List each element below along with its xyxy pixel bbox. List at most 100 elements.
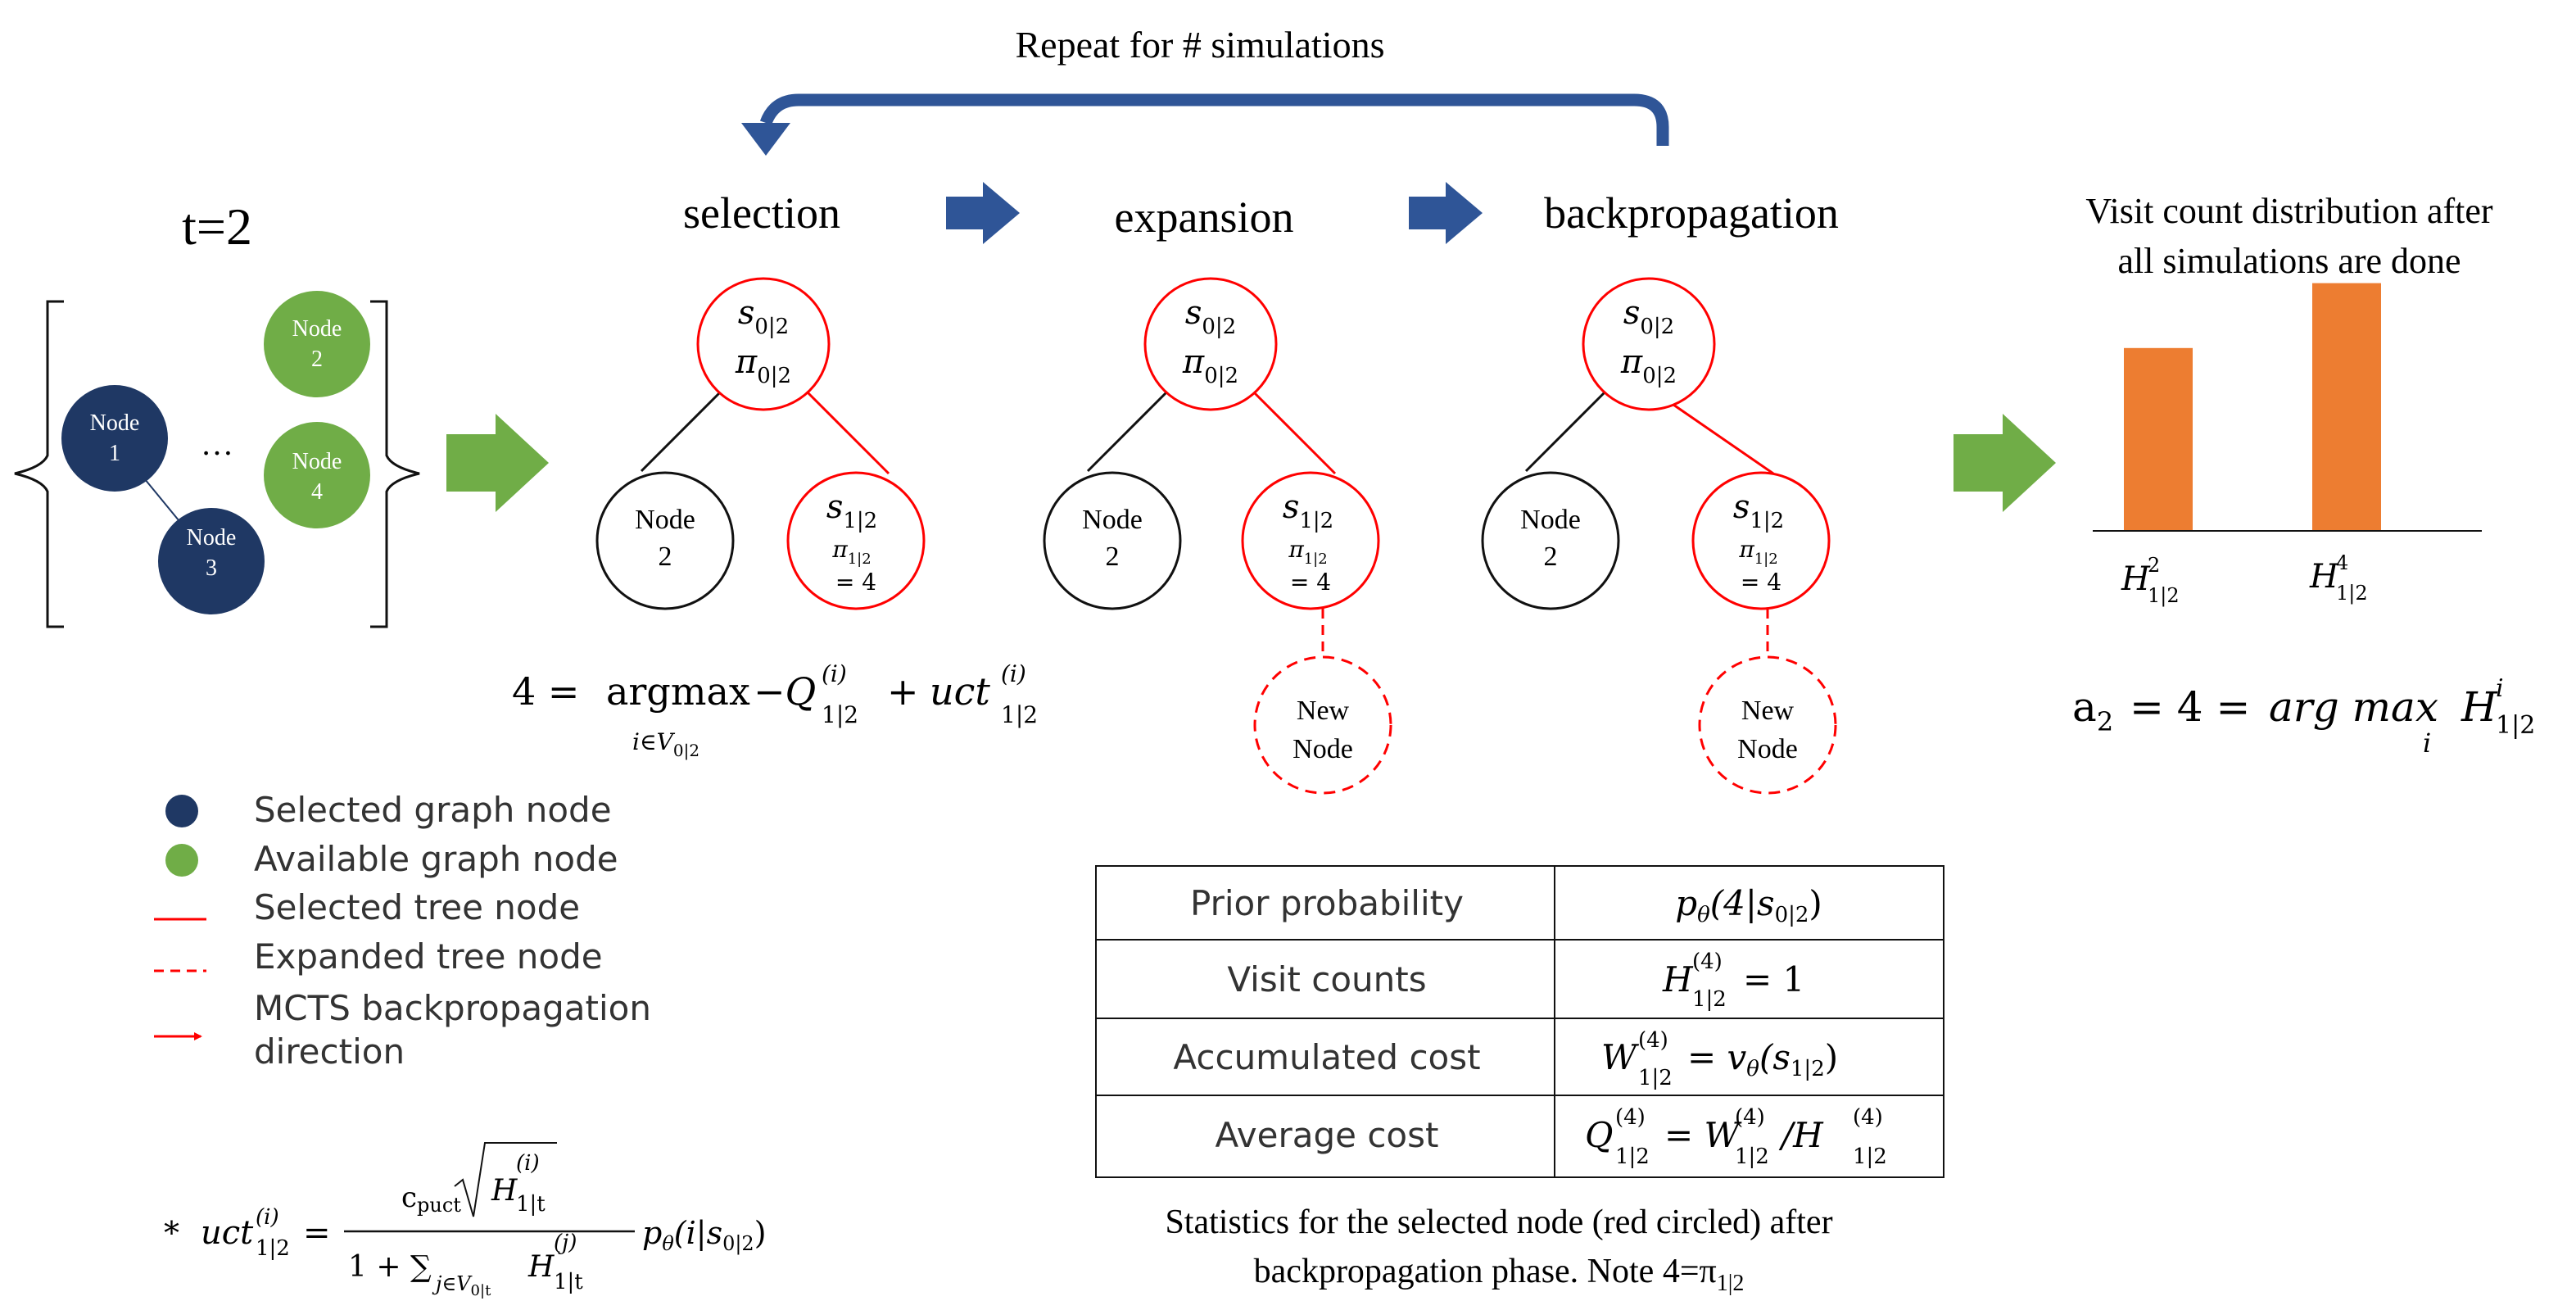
svg-text:Prior probability: Prior probability [1190,883,1464,923]
action-formula: a2 = 4 = arg max i H i 1|2 [2072,674,2535,759]
stats-caption-line2: backpropagation phase. Note 4=π1|2 [1254,1253,1745,1296]
svg-text:(4): (4) [1853,1105,1883,1130]
svg-text:1 + ∑: 1 + ∑ [348,1250,432,1284]
svg-text:Q: Q [1585,1115,1613,1155]
svg-text:Node: Node [292,316,342,342]
svg-text:= 4: = 4 [835,569,876,596]
svg-text:π1|2: π1|2 [1288,536,1327,568]
uct-formula: * uct (i) 1|2 = cpuct H (i) 1|t 1 + ∑ j∈… [164,1142,767,1299]
svg-text:4: 4 [311,479,323,505]
svg-text:Node: Node [1293,734,1353,764]
stats-caption-line1: Statistics for the selected node (red ci… [1165,1203,1832,1241]
svg-text:Accumulated cost: Accumulated cost [1173,1037,1480,1077]
svg-text:uct: uct [201,1214,254,1252]
svg-text:Selected tree node: Selected tree node [254,887,580,927]
svg-text:(4): (4) [1735,1105,1765,1130]
legend-item-available-graph-node: Available graph node [165,839,618,879]
svg-text:s1|2: s1|2 [1733,488,1784,533]
tree-left-node [1043,471,1182,610]
tree-root-node [696,277,831,411]
svg-text:*: * [164,1215,179,1251]
svg-text:H: H [2461,683,2498,731]
svg-text:H: H [491,1174,518,1208]
tree-root-node [1582,277,1716,411]
svg-text:π1|2: π1|2 [831,536,871,568]
legend: Selected graph node Available graph node… [154,790,651,1072]
svg-text:= 4: = 4 [1290,569,1331,596]
svg-text:New: New [1741,696,1795,726]
stats-row-visits: Visit counts H (4) 1|2 = 1 [1227,950,1804,1012]
svg-text:1|2: 1|2 [256,1236,290,1261]
svg-text:/H: /H [1778,1115,1824,1155]
phase-title-backpropagation: backpropagation [1544,188,1839,238]
svg-text:1|2: 1|2 [1692,987,1727,1012]
svg-text:1|2: 1|2 [1001,701,1038,728]
tree-right-node [1241,471,1380,610]
tree-expansion: s0|2 π0|2 Node 2 s1|2 π1|2 = 4 New Node [1043,277,1392,795]
stats-row-accumulated: Accumulated cost W (4) 1|2 = vθ(s1|2) [1173,1028,1838,1090]
green-arrow-right [1954,414,2056,512]
svg-text:= 4 =: = 4 = [2130,683,2250,731]
svg-text:Node: Node [90,410,140,436]
svg-text:−Q: −Q [754,669,816,714]
repeat-loop-arrowhead [741,123,790,156]
svg-text:Node: Node [1737,734,1798,764]
svg-text:2: 2 [1544,542,1558,572]
svg-text:pθ(i|s0|2): pθ(i|s0|2) [642,1215,767,1256]
svg-text:1|2: 1|2 [1615,1145,1650,1169]
svg-text:arg max: arg max [2269,683,2438,731]
svg-text:(j): (j) [554,1231,577,1255]
histogram-title-line1: Visit count distribution after [2085,191,2493,231]
tree-new-node [1253,655,1392,795]
stats-row-average: Average cost Q (4) 1|2 = W (4) 1|2 /H (4… [1216,1105,1887,1169]
svg-text:s0|2: s0|2 [738,294,789,339]
time-label: t=2 [182,197,252,256]
phase-title-expansion: expansion [1115,193,1294,242]
svg-text:1|2: 1|2 [2148,584,2180,608]
svg-text:π0|2: π0|2 [1182,343,1238,388]
graph-bracket-left [14,300,64,628]
tree-left-node [595,471,735,610]
selection-formula: 4 = argmax i∈V0|2 −Q (i) 1|2 + uct (i) 1… [512,660,1038,761]
svg-text:4 =: 4 = [512,669,579,714]
svg-text:= 1: = 1 [1743,959,1804,999]
svg-text:4: 4 [2336,551,2348,574]
svg-text:H: H [2121,560,2151,598]
legend-green-dot-icon [165,844,198,877]
svg-text:π0|2: π0|2 [1620,343,1677,388]
svg-text:s0|2: s0|2 [1185,294,1236,339]
svg-text:2: 2 [2148,554,2160,577]
legend-navy-dot-icon [165,795,198,827]
svg-text:H: H [2309,558,2339,596]
svg-text:direction: direction [254,1031,405,1072]
svg-text:(4): (4) [1692,950,1723,974]
histogram-title-line2: all simulations are done [2117,241,2461,281]
svg-text:i∈V0|2: i∈V0|2 [632,728,699,761]
svg-text:Node: Node [1520,505,1581,535]
svg-text:MCTS backpropagation: MCTS backpropagation [254,988,651,1028]
svg-text:1|t: 1|t [516,1192,546,1217]
svg-text:j∈V0|t: j∈V0|t [432,1272,491,1299]
svg-text:Node: Node [1082,505,1143,535]
svg-text:i: i [2496,674,2504,703]
phase-arrow-2 [1409,182,1483,244]
histogram-label-h2: H 2 1|2 [2121,554,2180,608]
svg-text:Node: Node [635,505,695,535]
svg-text:pθ(4|s0|2): pθ(4|s0|2) [1675,883,1822,927]
tree-selection: s0|2 π0|2 Node 2 s1|2 π1|2 = 4 [595,277,926,610]
legend-item-expanded-tree-node: Expanded tree node [154,936,603,977]
svg-text:i: i [2423,728,2431,759]
svg-text:1|2: 1|2 [2336,582,2368,605]
graph-node-3: Node 3 [158,508,265,614]
svg-text:2: 2 [311,347,323,372]
svg-text:cpuct: cpuct [401,1181,461,1217]
tree-left-node [1481,471,1620,610]
repeat-loop-arrow [759,93,1669,146]
svg-text:1|2: 1|2 [1638,1066,1673,1090]
svg-text:3: 3 [206,555,217,581]
svg-text:= 4: = 4 [1741,569,1781,596]
graph-bracket-right [370,300,420,628]
tree-new-node [1698,655,1837,795]
svg-text:W: W [1601,1037,1640,1077]
